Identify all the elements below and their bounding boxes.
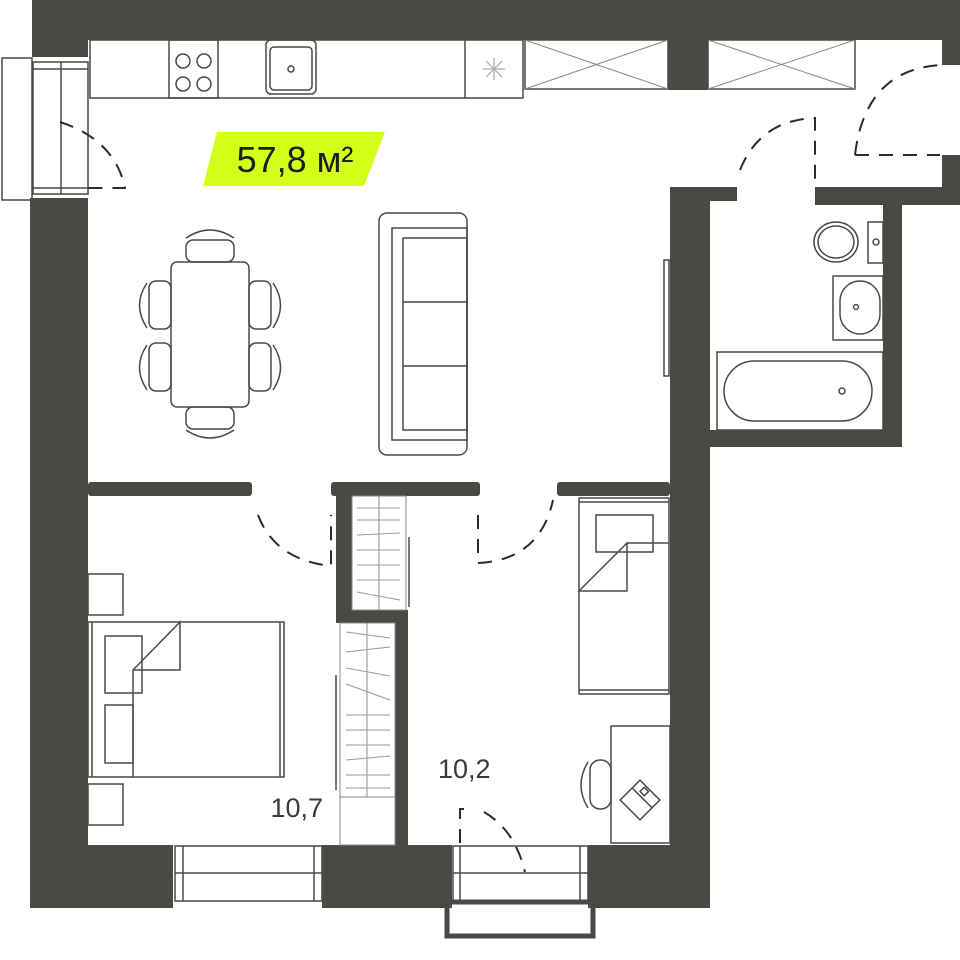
walls — [30, 0, 960, 908]
bathroom — [716, 221, 884, 431]
fridge-icon — [483, 58, 505, 80]
bathtub-icon — [716, 351, 884, 431]
window-kitchen — [1, 57, 89, 201]
double-bed — [87, 621, 285, 778]
stove-icon — [168, 39, 219, 99]
chair — [589, 759, 612, 810]
bathroom-door — [739, 116, 816, 185]
doors[interactable] — [59, 64, 941, 873]
total-area-label: 57,8 м² — [237, 139, 354, 180]
window-bedroom — [174, 845, 323, 902]
kids-room-area-label: 10,2 — [438, 754, 491, 784]
kids-room-furniture — [577, 497, 671, 844]
desk — [610, 725, 671, 844]
bedroom-furniture — [87, 573, 285, 826]
total-area-badge: 57,8 м² — [203, 132, 385, 186]
single-bed — [578, 497, 670, 695]
dining-table — [138, 229, 282, 439]
laptop-icon — [619, 779, 661, 821]
wardrobe-bedroom — [335, 495, 410, 846]
sofa — [378, 212, 468, 456]
bedroom-area-label: 10,7 — [270, 793, 323, 823]
wardrobe-hall — [524, 39, 856, 90]
washbasin-icon — [832, 275, 884, 341]
toilet-icon — [813, 221, 859, 263]
tv — [663, 259, 670, 377]
balcony-door-kids-room — [459, 808, 526, 873]
window-kids-room — [444, 845, 596, 939]
bedroom-door — [257, 514, 332, 568]
balcony-door-kitchen — [59, 121, 127, 189]
sink-icon — [265, 39, 317, 95]
kids-room-door — [477, 499, 554, 565]
kitchen-counter — [89, 39, 524, 99]
entrance-door — [854, 64, 941, 156]
